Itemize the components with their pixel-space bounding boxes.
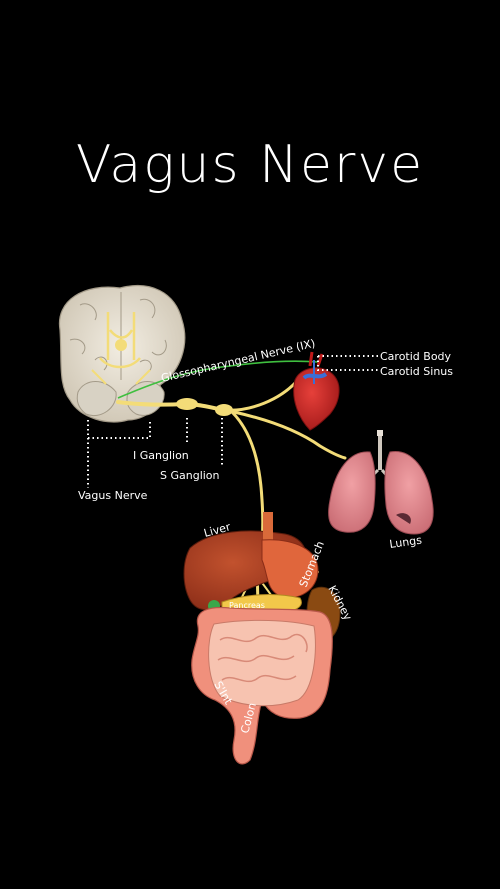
superior-ganglion — [215, 404, 233, 416]
s-ganglion-label: S Ganglion — [160, 469, 220, 482]
lungs — [328, 430, 434, 535]
carotid-body-label: Carotid Body — [380, 350, 452, 363]
page-title: Vagus Nerve — [75, 135, 425, 195]
heart — [293, 351, 340, 431]
pancreas-label: Pancreas — [229, 601, 265, 610]
leader-lines — [87, 355, 378, 488]
carotid-sinus-label: Carotid Sinus — [380, 365, 453, 378]
i-ganglion-label: I Ganglion — [133, 449, 189, 462]
glossopharyngeal-nerve — [117, 360, 319, 399]
inferior-ganglion — [176, 398, 198, 410]
vagus-nerve-label: Vagus Nerve — [78, 489, 148, 502]
abdominal-organs — [183, 512, 341, 765]
lungs-label: Lungs — [389, 534, 423, 551]
